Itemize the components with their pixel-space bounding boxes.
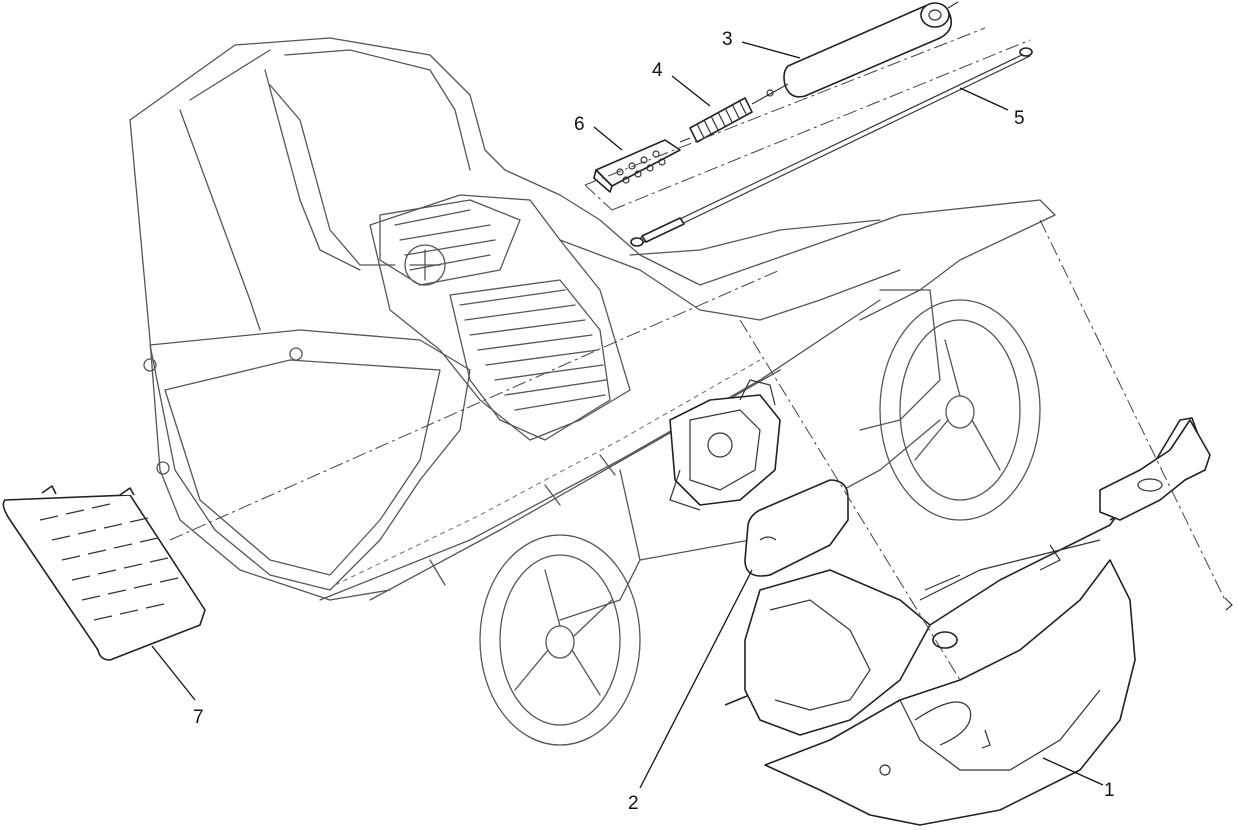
grille-upper — [379, 199, 521, 286]
callout-1: 1 — [1104, 780, 1115, 801]
part-7-grille-panel — [2, 485, 206, 661]
leader-2 — [639, 569, 753, 789]
part-2-cover-plate — [744, 479, 849, 577]
part-6-block — [593, 139, 681, 193]
assembly-boundary — [584, 27, 1031, 211]
leader-7 — [151, 645, 196, 701]
part-4-spring — [679, 83, 789, 143]
callout-3: 3 — [722, 29, 733, 50]
callout-7: 7 — [193, 707, 204, 728]
leader-6 — [593, 126, 623, 151]
part-1-auger-housing — [724, 417, 1233, 826]
part-3-tube — [783, 1, 959, 98]
leader-3 — [741, 41, 801, 59]
leader-1 — [1042, 757, 1104, 786]
leader-lines — [151, 41, 1104, 789]
machine-body-outline — [129, 37, 1056, 746]
part-5-cable — [630, 47, 1033, 247]
wheel-left — [479, 534, 641, 746]
leader-4 — [671, 75, 711, 107]
alignment-lines — [169, 219, 1226, 681]
callout-labels: 1 2 3 4 5 6 7 — [193, 29, 1115, 814]
wheel-right — [879, 299, 1041, 521]
callout-4: 4 — [652, 60, 663, 81]
callout-2: 2 — [628, 793, 639, 814]
callout-5: 5 — [1014, 108, 1025, 129]
engine-carburetor — [669, 379, 781, 511]
callout-6: 6 — [574, 114, 585, 135]
grille-lower — [449, 279, 611, 441]
leader-5 — [959, 87, 1009, 111]
